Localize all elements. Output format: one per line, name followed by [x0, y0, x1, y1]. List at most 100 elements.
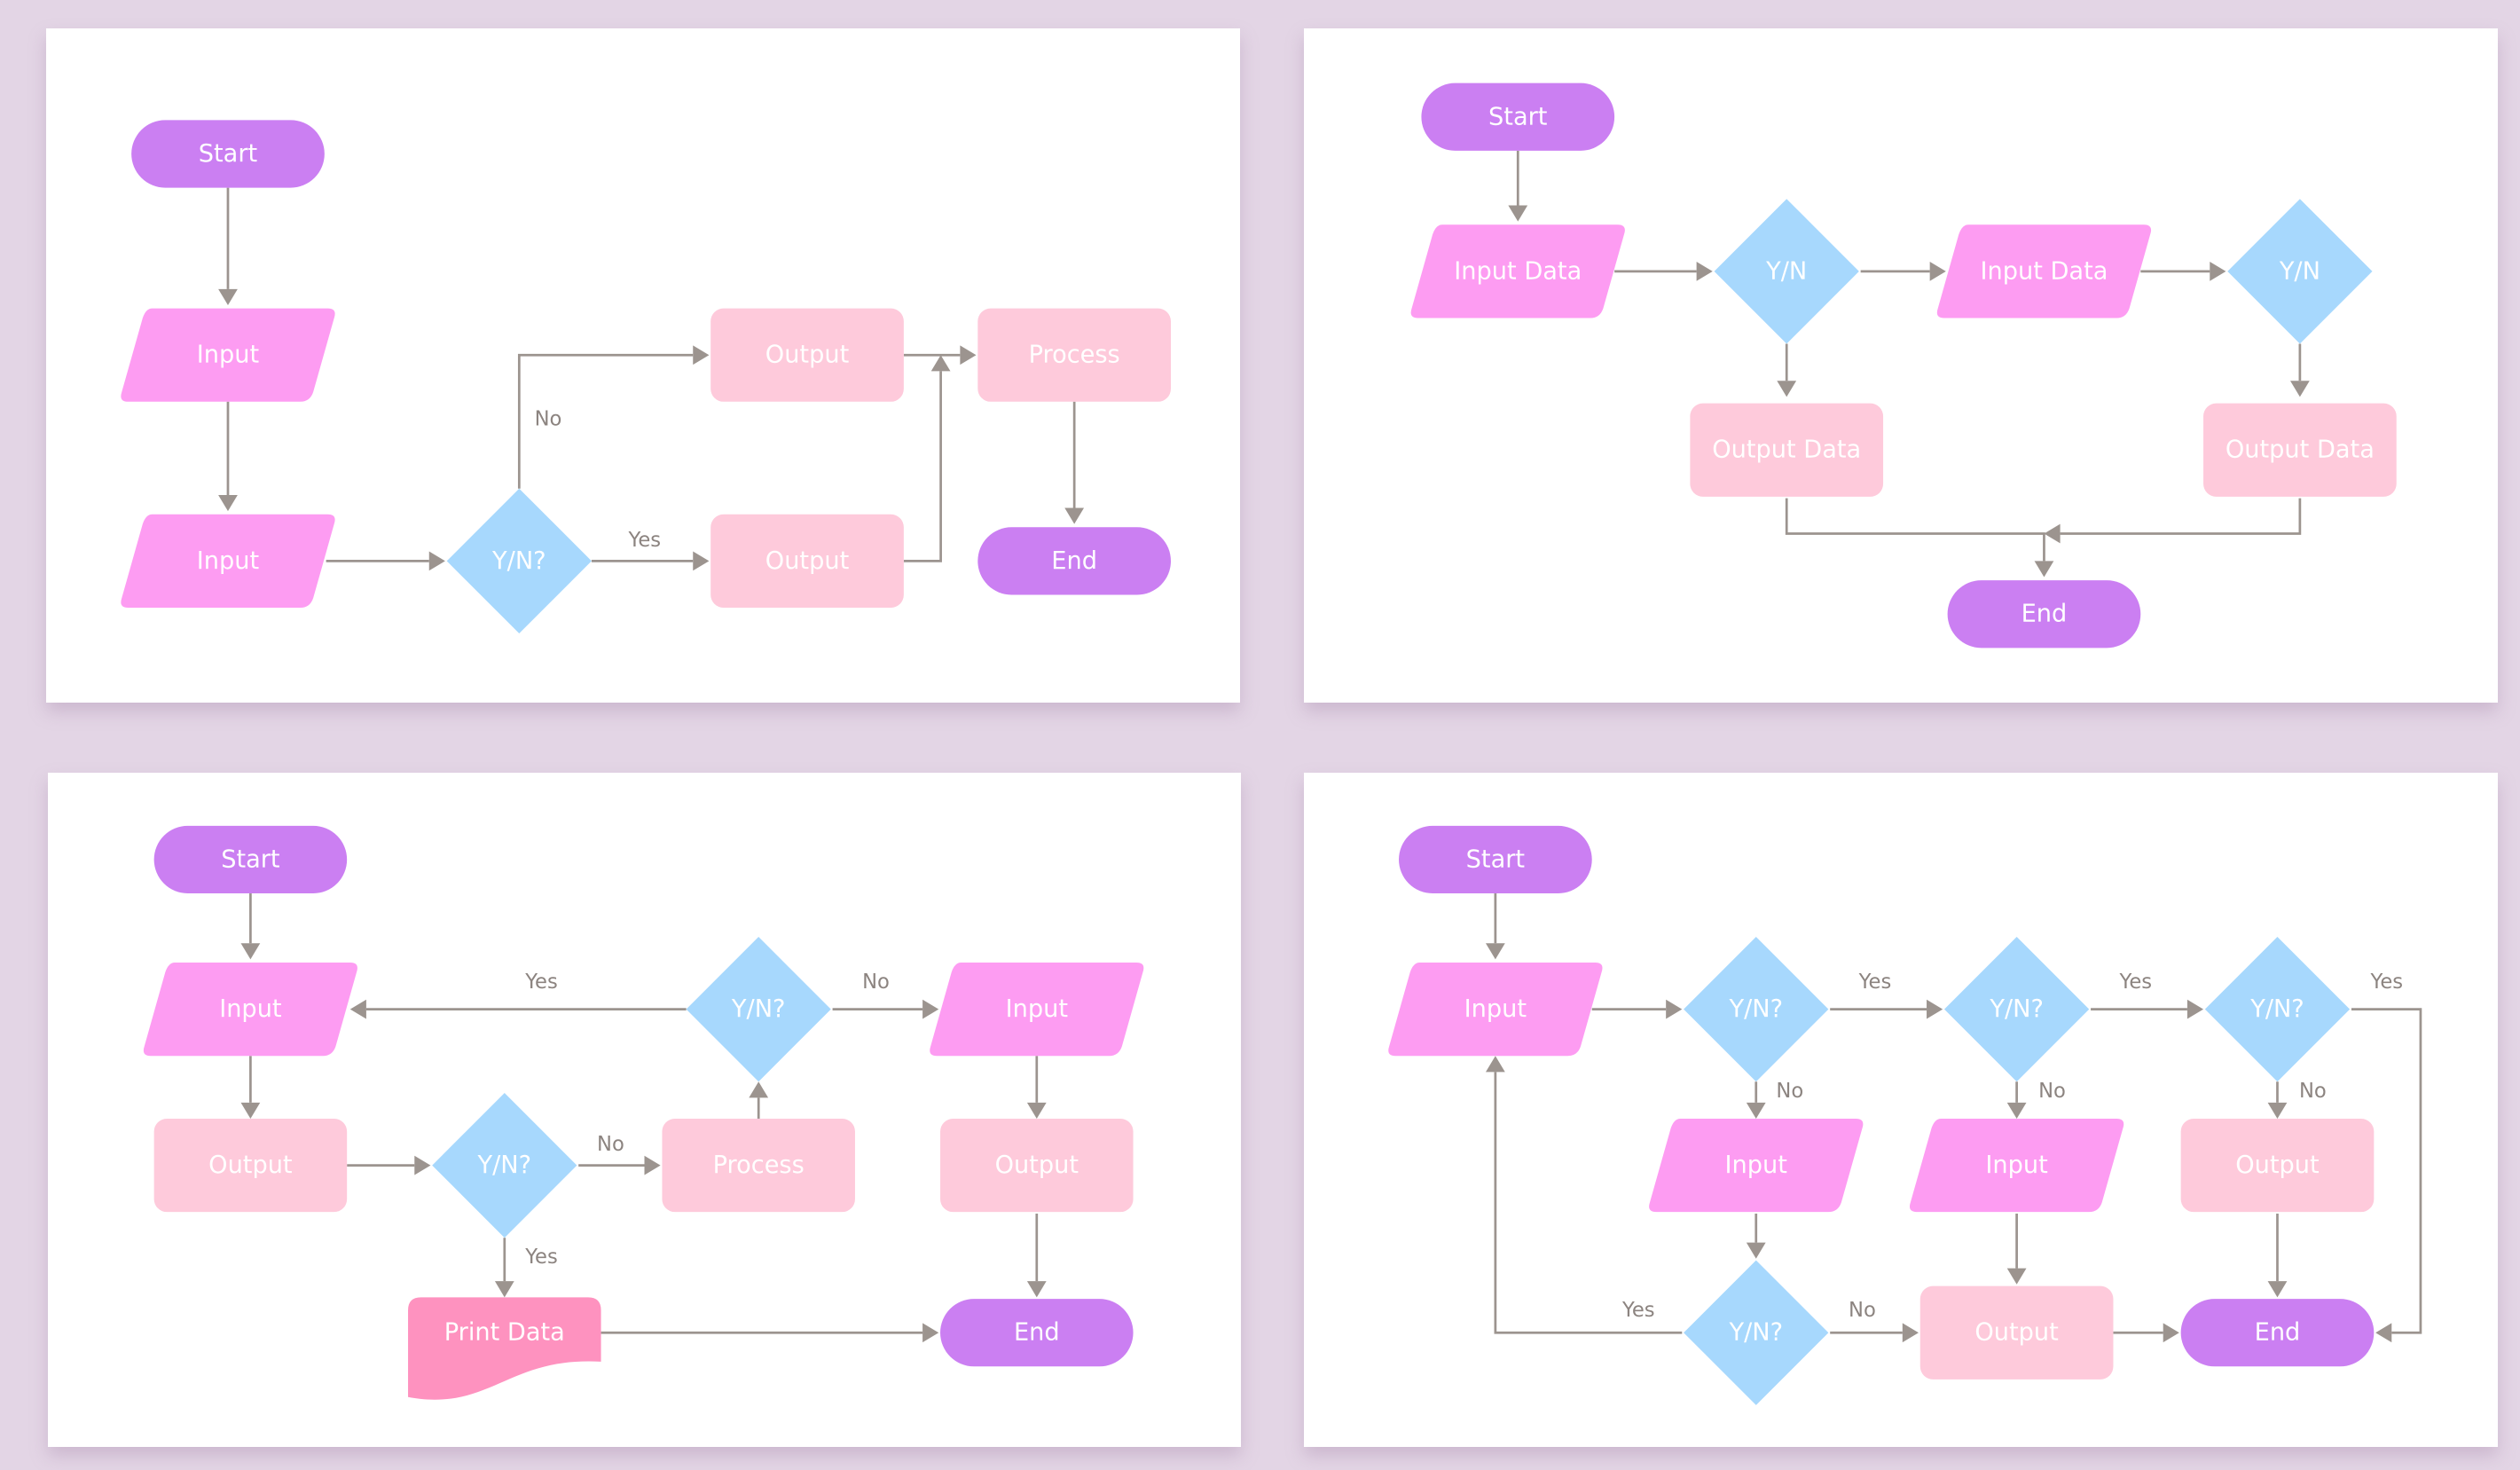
edge-label-no: No [535, 408, 562, 431]
node-decision[interactable]: Y/N? [1684, 937, 1829, 1082]
process-shape [662, 1118, 855, 1213]
connector-line [1494, 1072, 1683, 1334]
node-decision[interactable]: Y/N? [2204, 937, 2351, 1082]
node-input[interactable]: Input Data [1410, 224, 1625, 318]
node-input[interactable]: Input [1649, 1118, 1864, 1213]
node-terminal[interactable]: Start [1399, 825, 1592, 894]
connector [1485, 893, 1505, 960]
connector [601, 1323, 939, 1343]
connector-line [1785, 498, 2045, 562]
node-label: Input Data [1980, 257, 2108, 285]
node-process[interactable]: Output [153, 1118, 348, 1213]
node-terminal[interactable]: End [1947, 580, 2141, 649]
node-process[interactable]: Output Data [2203, 403, 2397, 497]
connector [2113, 1323, 2179, 1343]
input-shape [1388, 963, 1603, 1057]
node-label: Y/N? [1728, 1319, 1783, 1347]
edge-label-yes: Yes [2370, 971, 2404, 994]
input-shape [143, 963, 357, 1057]
connector [218, 401, 238, 512]
node-label: Output Data [1712, 436, 1861, 464]
node-input[interactable]: Input [121, 308, 335, 402]
node-decision[interactable]: Y/N? [686, 937, 831, 1082]
node-decision[interactable]: Y/N? [1684, 1260, 1829, 1405]
node-label: Output [1974, 1319, 2059, 1347]
node-process[interactable]: Output [710, 308, 904, 402]
arrowhead-icon [240, 1102, 261, 1119]
connector [903, 345, 977, 366]
arrowhead-icon [218, 495, 238, 512]
node-process[interactable]: Process [977, 308, 1171, 402]
node-process[interactable]: Output Data [1690, 403, 1884, 497]
node-terminal[interactable]: End [977, 527, 1171, 595]
node-terminal[interactable]: Start [1421, 83, 1615, 151]
node-process[interactable]: Output [710, 514, 904, 608]
arrowhead-icon [1485, 1056, 1505, 1073]
node-input[interactable]: Input [930, 963, 1144, 1057]
arrowhead-icon [2267, 1281, 2288, 1298]
node-input[interactable]: Input [1388, 963, 1603, 1057]
arrowhead-icon [1508, 205, 1528, 222]
connector: No [1746, 1080, 1803, 1119]
node-label: Input [219, 995, 282, 1023]
arrowhead-icon [2006, 1268, 2027, 1285]
connector: No [832, 971, 939, 1019]
input-shape [1410, 224, 1625, 318]
connector: Yes [494, 1238, 558, 1298]
node-input[interactable]: Input [121, 514, 335, 608]
node-label: End [1051, 547, 1097, 575]
connector [1064, 401, 1085, 524]
node-process[interactable]: Output [2180, 1118, 2375, 1213]
node-decision[interactable]: Y/N? [1943, 937, 2090, 1082]
node-document[interactable]: Print Data [408, 1297, 601, 1400]
connector [1026, 1213, 1047, 1298]
node-decision[interactable]: Y/N? [446, 488, 592, 634]
edge-label-no: No [2038, 1080, 2066, 1103]
arrowhead-icon [2267, 1102, 2288, 1119]
node-label: Input Data [1454, 257, 1582, 285]
arrowhead-icon [922, 1323, 939, 1343]
node-process[interactable]: Output [1919, 1285, 2114, 1380]
process-shape [153, 1118, 348, 1213]
terminal-shape [153, 825, 348, 894]
arrowhead-icon [644, 1155, 661, 1175]
arrowhead-icon [240, 943, 261, 960]
node-label: Output Data [2226, 436, 2375, 464]
arrowhead-icon [693, 551, 710, 571]
node-label: Input [1006, 995, 1069, 1023]
arrowhead-icon [1696, 262, 1713, 281]
input-shape [930, 963, 1144, 1057]
edge-label-yes: Yes [524, 1246, 558, 1269]
node-input[interactable]: Input Data [1936, 224, 2152, 318]
connector [240, 1056, 261, 1119]
node-process[interactable]: Process [662, 1118, 855, 1213]
node-terminal[interactable]: End [2180, 1299, 2375, 1367]
node-decision[interactable]: Y/N [2227, 199, 2373, 344]
node-label: Output [208, 1152, 293, 1179]
arrowhead-icon [1902, 1323, 1919, 1343]
node-process[interactable]: Output [940, 1118, 1134, 1213]
terminal-shape [131, 120, 325, 188]
connector: No [2006, 1080, 2066, 1119]
node-input[interactable]: Input [143, 963, 357, 1057]
input-shape [1909, 1118, 2124, 1213]
arrowhead-icon [960, 345, 977, 366]
edge-label-no: No [862, 971, 890, 994]
connector [1860, 262, 1946, 281]
connector: No [1830, 1299, 1919, 1343]
node-terminal[interactable]: End [940, 1299, 1134, 1367]
node-label: Output [2235, 1152, 2320, 1179]
node-label: Y/N [2279, 257, 2320, 285]
input-shape [121, 308, 335, 402]
node-decision[interactable]: Y/N? [432, 1092, 577, 1238]
node-terminal[interactable]: Start [153, 825, 348, 894]
node-terminal[interactable]: Start [131, 120, 325, 188]
node-label: Process [1029, 342, 1120, 369]
arrowhead-icon [494, 1281, 514, 1298]
node-decision[interactable]: Y/N [1714, 199, 1859, 344]
arrowhead-icon [693, 345, 710, 366]
node-input[interactable]: Input [1909, 1118, 2124, 1213]
connector [1508, 150, 1528, 222]
